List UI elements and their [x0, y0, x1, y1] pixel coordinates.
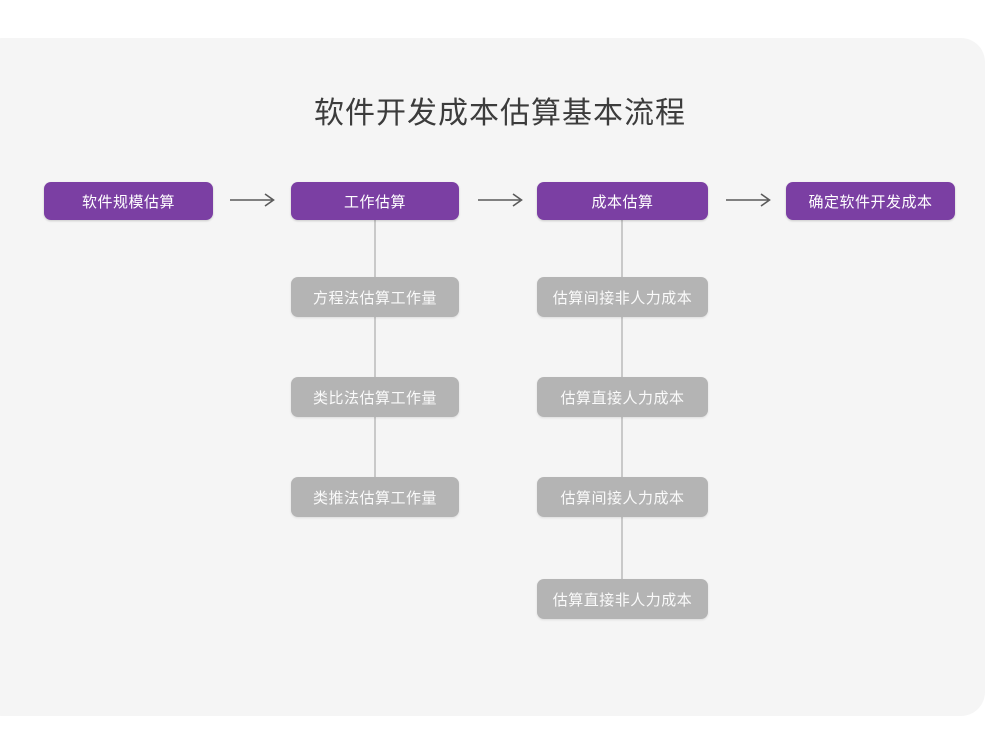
cost-branch-item-indirect-labor[interactable]: 估算间接人力成本: [537, 477, 708, 517]
cost-branch-item-direct-labor[interactable]: 估算直接人力成本: [537, 377, 708, 417]
flow-step-label: 确定软件开发成本: [808, 193, 933, 211]
flow-step-cost-estimation[interactable]: 成本估算: [537, 182, 708, 220]
flow-step-label: 成本估算: [591, 193, 654, 211]
cost-branch-item-indirect-nonlabor[interactable]: 估算间接非人力成本: [537, 277, 708, 317]
effort-branch-item-label: 类推法估算工作量: [312, 489, 437, 507]
flow-step-software-scale-estimation[interactable]: 软件规模估算: [44, 182, 213, 220]
effort-branch-item-label: 方程法估算工作量: [312, 289, 437, 307]
effort-branch-item-analogy-method[interactable]: 类比法估算工作量: [291, 377, 459, 417]
arrow-1-icon: [228, 190, 280, 210]
arrow-2-icon: [476, 190, 528, 210]
cost-branch-item-label: 估算直接人力成本: [560, 389, 685, 407]
flow-step-label: 软件规模估算: [81, 193, 175, 211]
connector-effort-trunk: [374, 219, 376, 517]
cost-branch-item-direct-nonlabor[interactable]: 估算直接非人力成本: [537, 579, 708, 619]
cost-branch-item-label: 估算间接人力成本: [560, 489, 685, 507]
cost-branch-item-label: 估算直接非人力成本: [552, 591, 693, 609]
effort-branch-item-equation-method[interactable]: 方程法估算工作量: [291, 277, 459, 317]
flow-step-effort-estimation[interactable]: 工作估算: [291, 182, 459, 220]
flow-step-determine-development-cost[interactable]: 确定软件开发成本: [786, 182, 955, 220]
page-title: 软件开发成本估算基本流程: [314, 97, 686, 130]
effort-branch-item-label: 类比法估算工作量: [312, 389, 437, 407]
cost-branch-item-label: 估算间接非人力成本: [552, 289, 693, 307]
diagram-card: [0, 38, 985, 716]
effort-branch-item-inference-method[interactable]: 类推法估算工作量: [291, 477, 459, 517]
flow-step-label: 工作估算: [343, 193, 406, 211]
arrow-3-icon: [724, 190, 776, 210]
